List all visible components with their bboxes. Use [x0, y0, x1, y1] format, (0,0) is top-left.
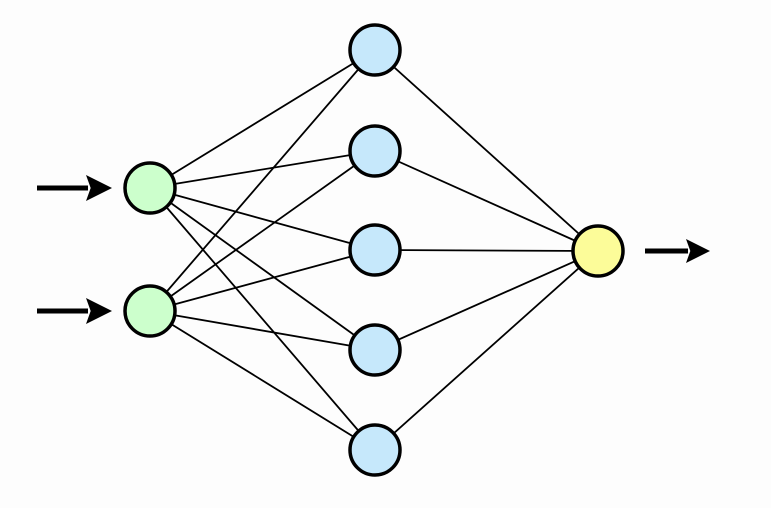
output-arrow-1-head-icon: [686, 239, 710, 263]
io-arrows-group: [37, 175, 710, 324]
edge-h1-o1: [374, 49, 599, 252]
input-node-2: [123, 284, 177, 338]
hidden-node-4: [348, 323, 402, 377]
edge-h4-o1: [374, 250, 599, 351]
edge-i2-h5: [149, 310, 376, 451]
input-layer: [123, 161, 177, 338]
input-arrow-1: [37, 175, 112, 201]
edge-i1-h4: [149, 187, 376, 351]
edge-i2-h2: [149, 150, 376, 312]
edge-i1-h2: [149, 150, 376, 189]
neuron-nodes-group: [123, 23, 625, 477]
input-arrow-2: [37, 298, 112, 324]
edge-i2-h1: [149, 49, 376, 312]
output-arrow-1: [645, 239, 710, 263]
output-node-1: [571, 224, 625, 278]
hidden-node-2: [348, 124, 402, 178]
hidden-node-1: [348, 23, 402, 77]
input-arrow-1-head-icon: [86, 175, 112, 201]
edge-i2-h3: [149, 249, 376, 312]
input-node-1: [123, 161, 177, 215]
hidden-node-5: [348, 423, 402, 477]
connection-edges-group: [149, 49, 599, 451]
edge-i1-h3: [149, 187, 376, 251]
output-layer: [571, 224, 625, 278]
hidden-node-3: [348, 223, 402, 277]
hidden-layer: [348, 23, 402, 477]
edge-i1-h5: [149, 187, 376, 451]
input-arrow-2-head-icon: [86, 298, 112, 324]
edge-h3-o1: [374, 249, 599, 252]
edge-i1-h1: [149, 49, 376, 189]
edge-i2-h4: [149, 310, 376, 351]
edge-h5-o1: [374, 250, 599, 451]
edge-h2-o1: [374, 150, 599, 252]
